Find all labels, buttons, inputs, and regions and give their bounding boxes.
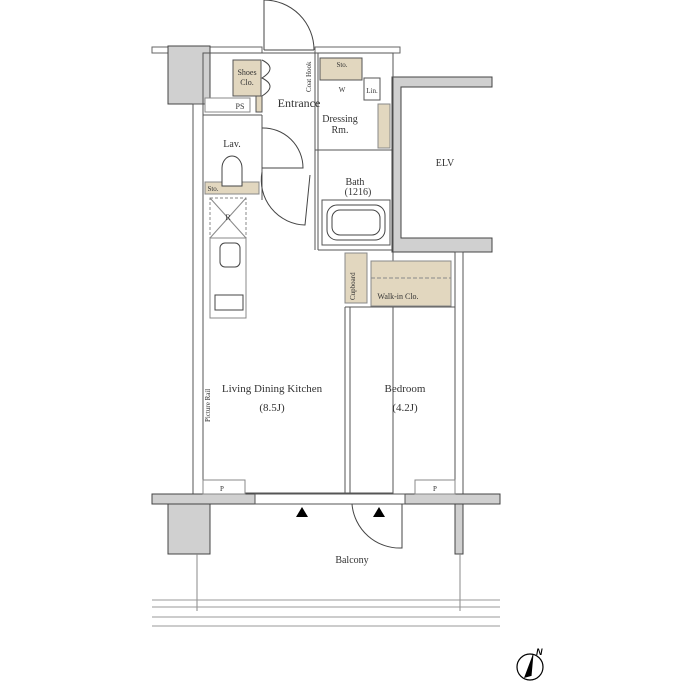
ldk-size-label: (8.5J) xyxy=(259,402,285,414)
stove-icon xyxy=(214,294,244,311)
ldk-label: Living Dining Kitchen xyxy=(222,383,323,395)
sto-dressing-label: Sto. xyxy=(336,61,347,69)
bath-label: Bath xyxy=(346,177,365,188)
washer-label: W xyxy=(339,86,346,94)
ps-label: PS xyxy=(236,102,245,111)
compass-icon: N xyxy=(516,647,544,681)
entry-marker-icon-2 xyxy=(373,507,385,517)
picture-rail-label: Picture Rail xyxy=(204,389,212,422)
pipe-right-label: P xyxy=(433,485,437,493)
linen-label: Lin. xyxy=(366,87,378,95)
entry-marker-icon xyxy=(296,507,308,517)
entrance-label: Entrance xyxy=(278,96,321,110)
dressing-label-2: Rm. xyxy=(332,125,349,136)
closet-door xyxy=(260,59,271,97)
balcony-label: Balcony xyxy=(335,555,368,566)
lavatory-label: Lav. xyxy=(223,139,240,150)
dressing-label: Dressing xyxy=(322,114,358,125)
sto-lav-label: Sto. xyxy=(207,185,218,193)
sink-icon xyxy=(219,242,241,268)
lav-door xyxy=(261,127,304,169)
bath-size-label: (1216) xyxy=(345,187,372,198)
elv-label: ELV xyxy=(436,158,455,169)
bedroom-label: Bedroom xyxy=(385,383,426,395)
north-label: N xyxy=(536,647,543,657)
sash-window xyxy=(254,493,406,505)
coat-hook-label: Coat Hook xyxy=(305,61,313,92)
entrance-door xyxy=(263,0,315,51)
balcony-door xyxy=(351,503,403,549)
shoes-closet xyxy=(232,59,262,97)
shoes-closet-label: Shoes xyxy=(237,68,256,77)
walkin-closet-label: Walk-in Clo. xyxy=(377,292,418,301)
pipe-left-label: P xyxy=(220,485,224,493)
toilet-icon xyxy=(221,155,243,187)
cupboard-label: Cupboard xyxy=(349,272,357,300)
refrigerator-label: R xyxy=(225,213,231,222)
shoes-closet-label-2: Clo. xyxy=(240,78,254,87)
bedroom-size-label: (4.2J) xyxy=(392,402,418,414)
